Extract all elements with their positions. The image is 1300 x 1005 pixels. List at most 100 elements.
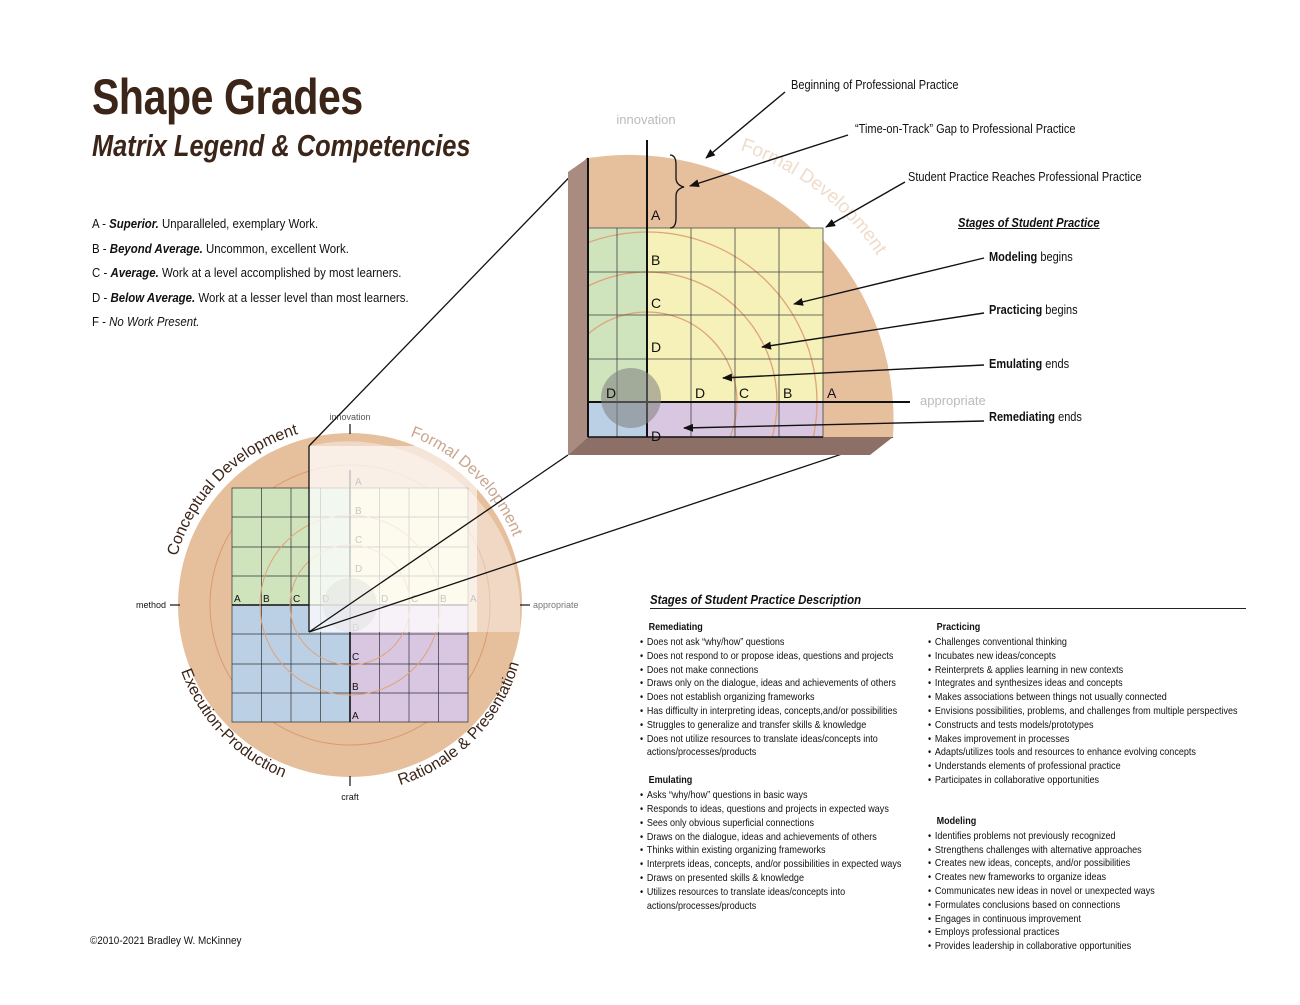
remediating-item: Does not utilize resources to translate … xyxy=(640,733,901,747)
zoom-center-circle xyxy=(601,368,661,428)
remediating-item: Struggles to generalize and transfer ski… xyxy=(640,719,901,733)
practicing-item: Constructs and tests models/prototypes xyxy=(928,719,1238,733)
zoom-side-left xyxy=(568,158,588,455)
emulating-item: Draws on presented skills & knowledge xyxy=(640,872,901,886)
zoom-letter-c-h: C xyxy=(739,385,749,401)
small-letter-c-left: C xyxy=(293,594,300,605)
small-axis-method: method xyxy=(136,600,166,610)
remediating-block: Remediating Does not ask “why/how” quest… xyxy=(640,621,901,760)
callout-reaches: Student Practice Reaches Professional Pr… xyxy=(908,170,1142,184)
zoom-side-bottom xyxy=(568,437,893,455)
modeling-item: Creates new frameworks to organize ideas xyxy=(928,871,1238,885)
modeling-heading: Modeling xyxy=(936,814,977,827)
grade-f: F - No Work Present. xyxy=(92,314,200,329)
zoom-letter-a: A xyxy=(651,207,661,223)
practicing-item: Envisions possibilities, problems, and c… xyxy=(928,705,1238,719)
small-letter-b-lower: B xyxy=(352,682,359,693)
page-title: Shape Grades xyxy=(92,69,363,125)
grade-d: D - Below Average. Work at a lesser leve… xyxy=(92,289,409,305)
emulating-item: Asks “why/how” questions in basic ways xyxy=(640,789,901,803)
emulating-item: Thinks within existing organizing framew… xyxy=(640,844,901,858)
remediating-item: Does not establish organizing frameworks xyxy=(640,691,901,705)
emulating-item: Interprets ideas, concepts, and/or possi… xyxy=(640,858,901,872)
remediating-item: Draws only on the dialogue, ideas and ac… xyxy=(640,677,901,691)
small-letter-a-lower: A xyxy=(352,711,359,722)
practicing-item: Adapts/utilizes tools and resources to e… xyxy=(928,746,1238,760)
callout-arrows xyxy=(683,91,985,432)
practicing-item: Makes improvement in processes xyxy=(928,733,1238,747)
practicing-item: Makes associations between things not us… xyxy=(928,691,1238,705)
small-axis-innovation: innovation xyxy=(329,412,370,422)
modeling-item: Provides leadership in collaborative opp… xyxy=(928,940,1238,954)
practicing-list: Challenges conventional thinkingIncubate… xyxy=(928,636,1238,788)
stages-title: Stages of Student Practice xyxy=(958,215,1100,230)
small-axis-appropriate: appropriate xyxy=(533,600,579,610)
practicing-item: Reinterprets & applies learning in new c… xyxy=(928,664,1238,678)
remediating-item: actions/processes/products xyxy=(646,746,757,759)
remediating-item: Has difficulty in interpreting ideas, co… xyxy=(640,705,901,719)
remediating-list: Does not ask “why/how” questionsDoes not… xyxy=(640,636,901,760)
modeling-item: Identifies problems not previously recog… xyxy=(928,830,1238,844)
small-letter-b-left: B xyxy=(263,594,270,605)
practicing-item: Integrates and synthesizes ideas and con… xyxy=(928,677,1238,691)
zoom-letter-d: D xyxy=(651,339,661,355)
small-axis-craft: craft xyxy=(341,792,359,802)
zoom-letter-c: C xyxy=(651,295,661,311)
remediating-item: Does not ask “why/how” questions xyxy=(640,636,901,650)
description-divider xyxy=(650,608,1246,609)
emulating-item: Sees only obvious superficial connection… xyxy=(640,817,901,831)
modeling-item: Creates new ideas, concepts, and/or poss… xyxy=(928,857,1238,871)
practicing-item: Understands elements of professional pra… xyxy=(928,760,1238,774)
callout-remediating: Remediating ends xyxy=(989,410,1082,424)
callout-beginning: Beginning of Professional Practice xyxy=(791,78,959,92)
remediating-heading: Remediating xyxy=(648,621,703,633)
callout-practicing: Practicing begins xyxy=(989,303,1078,317)
emulating-item: actions/processes/products xyxy=(646,899,757,912)
grade-c: C - Average. Work at a level accomplishe… xyxy=(92,265,402,280)
gap-brace xyxy=(669,154,685,229)
modeling-item: Engages in continuous improvement xyxy=(928,913,1238,927)
modeling-item: Strengthens challenges with alternative … xyxy=(928,844,1238,858)
modeling-block: Modeling Identifies problems not previou… xyxy=(928,815,1238,954)
emulating-heading: Emulating xyxy=(648,774,693,787)
modeling-item: Formulates conclusions based on connecti… xyxy=(928,899,1238,913)
grade-a: A - Superior. Unparalleled, exemplary Wo… xyxy=(92,216,319,231)
remediating-item: Does not respond to or propose ideas, qu… xyxy=(640,650,901,664)
small-zoom-overlay xyxy=(309,446,477,632)
description-left-column: Remediating Does not ask “why/how” quest… xyxy=(640,621,901,927)
modeling-list: Identifies problems not previously recog… xyxy=(928,830,1238,954)
description-title: Stages of Student Practice Description xyxy=(650,592,862,607)
remediating-item: Does not make connections xyxy=(640,664,901,678)
small-circle-diagram: innovation craft method appropriate A B … xyxy=(136,412,579,802)
page-subtitle: Matrix Legend & Competencies xyxy=(92,128,471,163)
practicing-item: Challenges conventional thinking xyxy=(928,636,1238,650)
callout-gap: “Time-on-Track” Gap to Professional Prac… xyxy=(855,122,1076,136)
zoom-letter-b: B xyxy=(651,252,660,268)
emulating-item: Draws on the dialogue, ideas and achieve… xyxy=(640,831,901,845)
small-letter-a-left: A xyxy=(234,594,241,605)
zoom-diagram: A B C D D C B A D D innovation appropria… xyxy=(568,112,986,455)
zoom-letter-d-bottom: D xyxy=(651,428,661,444)
emulating-item: Responds to ideas, questions and project… xyxy=(640,803,901,817)
emulating-block: Emulating Asks “why/how” questions in ba… xyxy=(640,774,901,913)
zoom-letter-a-h: A xyxy=(827,385,837,401)
practicing-heading: Practicing xyxy=(936,621,981,633)
emulating-list: Asks “why/how” questions in basic waysRe… xyxy=(640,789,901,913)
grade-legend: A - Superior. Unparalleled, exemplary Wo… xyxy=(92,212,462,335)
small-letter-c-lower: C xyxy=(352,652,359,663)
zoom-letter-d-left: D xyxy=(606,385,616,401)
zoom-letter-d-h: D xyxy=(695,385,705,401)
zoom-axis-innovation: innovation xyxy=(616,112,675,127)
modeling-item: Employs professional practices xyxy=(928,926,1238,940)
zoom-letter-b-h: B xyxy=(783,385,792,401)
practicing-item: Participates in collaborative opportunit… xyxy=(928,774,1238,788)
description-right-column: Practicing Challenges conventional think… xyxy=(928,621,1238,968)
projection-lines xyxy=(308,157,894,633)
callout-emulating: Emulating ends xyxy=(989,357,1070,371)
practicing-item: Incubates new ideas/concepts xyxy=(928,650,1238,664)
callout-modeling: Modeling begins xyxy=(989,250,1073,264)
copyright: ©2010-2021 Bradley W. McKinney xyxy=(90,935,242,947)
emulating-item: Utilizes resources to translate ideas/co… xyxy=(640,886,901,900)
modeling-item: Communicates new ideas in novel or unexp… xyxy=(928,885,1238,899)
